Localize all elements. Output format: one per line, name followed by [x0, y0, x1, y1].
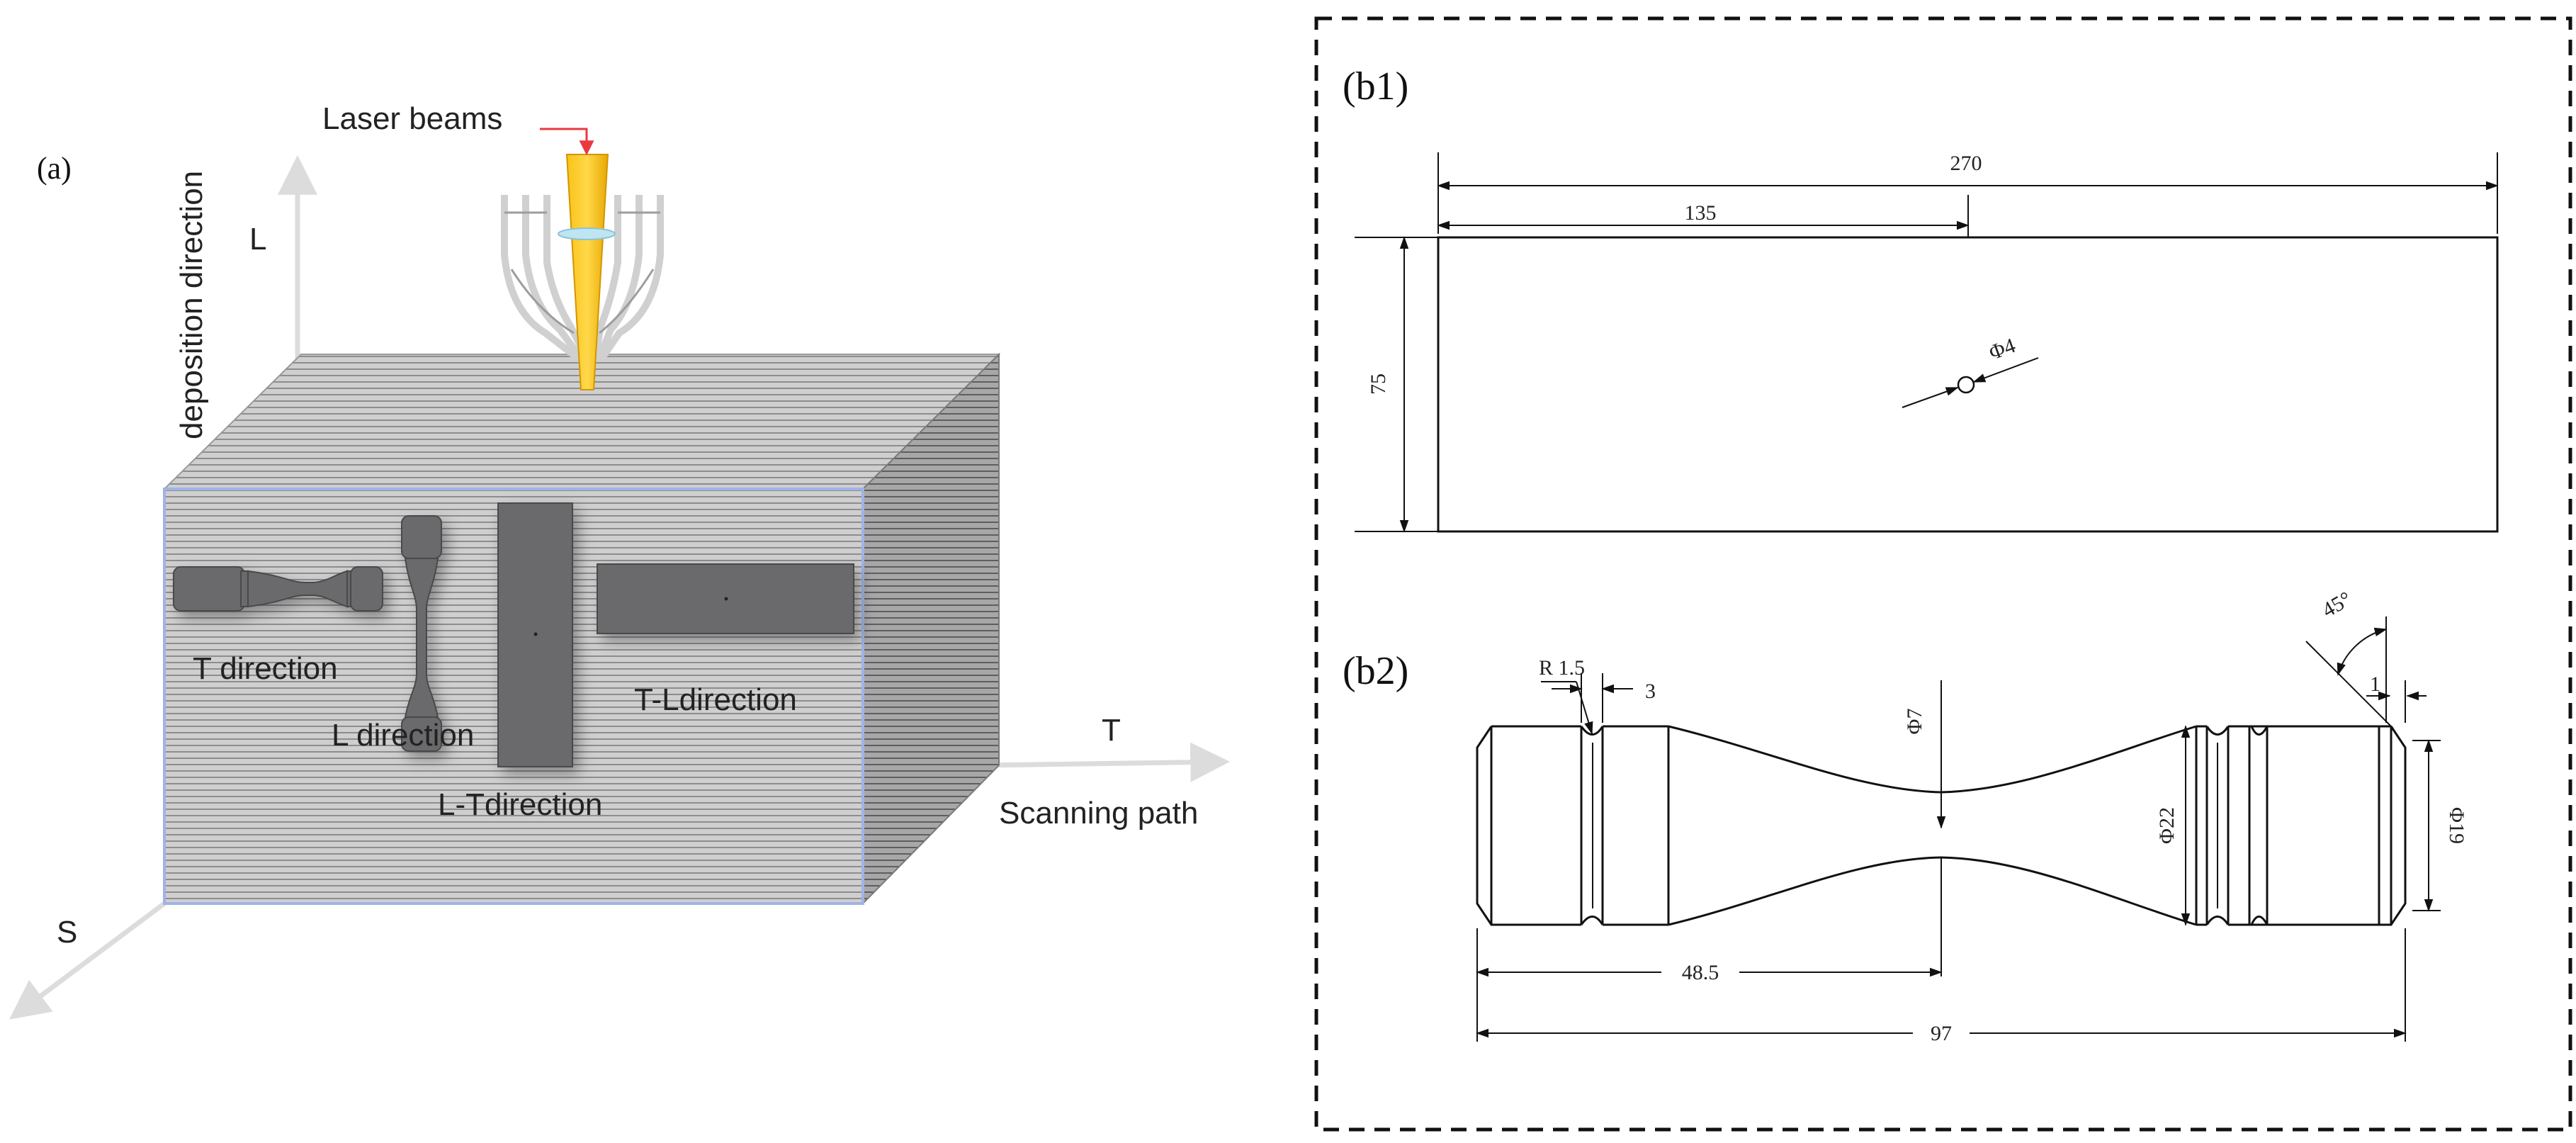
laser-lens	[558, 227, 616, 240]
axis-t-caption: Scanning path	[999, 796, 1198, 830]
axis-t-label: T	[1102, 713, 1121, 748]
dim-270-text: 270	[1950, 152, 1982, 175]
plate-hole	[1957, 376, 1975, 394]
dim-radius-text: R 1.5	[1539, 656, 1585, 680]
dim-gauge-text: Φ7	[1903, 709, 1926, 735]
panel-a-label: (a)	[37, 151, 72, 186]
dim-shoulder-text: Φ22	[2155, 807, 2179, 844]
dim-chamfer-text: 1	[2370, 672, 2380, 696]
panel-b1-label: (b1)	[1343, 64, 1408, 108]
panel-a: (a) L deposition direction T Scanning pa…	[9, 101, 1231, 1020]
label-tl-direction: T-Ldirection	[634, 682, 797, 717]
dim-end-text: Φ19	[2445, 807, 2468, 844]
axis-l-label: L	[249, 222, 266, 257]
panel-b-frame	[1314, 16, 2572, 1132]
panel-b2-label: (b2)	[1343, 649, 1408, 693]
tl-center-mark	[724, 597, 728, 601]
panel-b1: (b1) 270 135 75 Φ4	[1343, 64, 2499, 533]
lt-center-mark	[533, 632, 538, 636]
dim-48-text: 48.5	[1682, 961, 1719, 984]
laser-nozzle	[501, 195, 664, 361]
dim-75-text: 75	[1367, 373, 1390, 395]
laser-beam	[565, 154, 609, 390]
axis-s-label: S	[57, 915, 77, 950]
dim-hole-text: Φ4	[1986, 334, 2018, 365]
specimen-l-direction	[401, 515, 442, 752]
label-lt-direction: L-Tdirection	[438, 787, 602, 822]
dim-angle-text: 45°	[2318, 587, 2356, 622]
specimen-t-direction	[173, 566, 383, 612]
label-l-direction: L direction	[332, 718, 474, 753]
axis-t-arrow	[984, 742, 1231, 782]
laser-beams-label: Laser beams	[322, 101, 502, 136]
axis-l-caption: deposition direction	[174, 171, 209, 439]
axis-s-arrow	[9, 901, 166, 1020]
dim-135-text: 135	[1685, 201, 1717, 225]
laser-pointer	[540, 128, 594, 156]
panel-b2: (b2)	[1343, 587, 2468, 1046]
specimen-drawing	[1476, 725, 2407, 926]
label-t-direction: T direction	[193, 651, 338, 686]
dim-97-text: 97	[1931, 1022, 1952, 1045]
dim-groove-text: 3	[1645, 680, 1656, 703]
